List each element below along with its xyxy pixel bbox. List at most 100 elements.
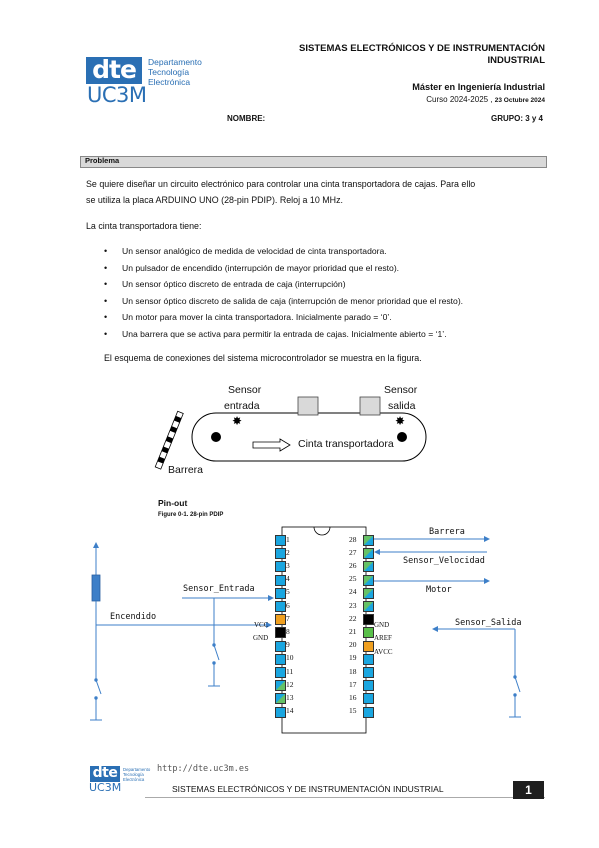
pin-number-left: 3 [286, 560, 290, 570]
dte-logo: dte UC3M Departamento Tecnología Electró… [86, 57, 226, 109]
pin-right-18 [363, 667, 374, 678]
pin-number-left: 9 [286, 640, 290, 650]
footer-rule [145, 797, 545, 798]
footer-logo-line-1: Departamento [123, 767, 151, 772]
pin-right-20 [363, 640, 374, 652]
pin-number-right: 21 [349, 626, 357, 636]
intro-line-2: se utiliza la placa ARDUINO UNO (28-pin … [86, 195, 343, 205]
master-title: Máster en Ingeniería Industrial [412, 82, 545, 92]
pin-number-right: 17 [349, 679, 357, 689]
pin-left-5 [275, 587, 286, 599]
belt-figure: ✸ ✸ Sensor entrada Sensor salida Cinta t… [140, 380, 460, 480]
list-item: Un sensor analógico de medida de velocid… [104, 243, 463, 260]
pin-left-6 [275, 601, 286, 612]
pin-left-13 [275, 693, 286, 705]
schema-text: El esquema de conexiones del sistema mic… [104, 353, 422, 363]
pin-number-right: 26 [349, 560, 357, 570]
pin-number-right: 19 [349, 653, 357, 663]
pin-right-28 [363, 535, 374, 546]
list-item: Una barrera que se activa para permitir … [104, 326, 463, 343]
pin-right-19 [363, 653, 374, 665]
pin-number-left: 1 [286, 534, 290, 544]
pin-right-23 [363, 601, 374, 612]
logo-line-2: Tecnología [148, 67, 190, 77]
footer-title: SISTEMAS ELECTRÓNICOS Y DE INSTRUMENTACI… [172, 784, 444, 794]
belt-diagram: ✸ ✸ [154, 396, 427, 470]
pin-right-15 [363, 706, 374, 718]
belt-label: Cinta transportadora [297, 438, 395, 450]
course-title-line-1: SISTEMAS ELECTRÓNICOS Y DE INSTRUMENTACI… [299, 43, 545, 54]
footer-logo: dte UC3M Departamento Tecnología Electró… [86, 766, 156, 796]
course-year: Curso 2024-2025 , [426, 95, 495, 104]
exam-date: 23 Octubre 2024 [494, 97, 545, 104]
pin-number-left: 11 [286, 666, 294, 676]
pin-number-left: 5 [286, 587, 290, 597]
svg-text:✸: ✸ [395, 414, 405, 428]
pin-right-24 [363, 587, 374, 599]
pin-left-1 [275, 535, 286, 546]
sensor-entrada-signal: Sensor_Entrada [183, 584, 255, 594]
footer-logo-line-2: Tecnología [123, 772, 144, 777]
footer-url[interactable]: http://dte.uc3m.es [157, 764, 250, 774]
pin-right-16 [363, 693, 374, 705]
pin-number-left: 8 [286, 626, 290, 636]
svg-text:✸: ✸ [232, 414, 242, 428]
barrier-label: Barrera [168, 464, 204, 476]
gnd-right-label: GND [374, 621, 390, 629]
pin-number-right: 25 [349, 574, 357, 584]
page-number: 1 [513, 781, 544, 799]
pin-number-right: 20 [349, 640, 357, 650]
pin-left-9 [275, 640, 286, 652]
course-date: Curso 2024-2025 , 23 Octubre 2024 [426, 95, 545, 104]
motor-signal: Motor [426, 585, 452, 595]
footer-logo-abbr: dte [90, 766, 120, 782]
pin-number-left: 2 [286, 547, 290, 557]
pin-left-11 [275, 667, 286, 678]
list-item: Un sensor óptico discreto de entrada de … [104, 276, 463, 293]
logo-line-3: Electrónica [148, 77, 191, 87]
feature-list: Un sensor analógico de medida de velocid… [104, 243, 463, 343]
encendido-signal: Encendido [110, 612, 157, 622]
pin-number-right: 15 [349, 706, 357, 716]
pin-right-27 [363, 548, 374, 560]
pin-number-right: 27 [349, 547, 357, 557]
pin-left-8 [275, 627, 286, 639]
pin-right-21 [363, 627, 374, 639]
footer-logo-uni: UC3M [89, 781, 122, 794]
aref-label: AREF [374, 634, 392, 642]
pin-left-14 [275, 706, 286, 718]
course-title-line-2: INDUSTRIAL [487, 55, 545, 66]
pinout-title: Pin-out [158, 498, 188, 508]
pin-number-left: 13 [286, 692, 294, 702]
barrera-signal: Barrera [429, 527, 465, 537]
list-item: Un sensor óptico discreto de salida de c… [104, 293, 463, 310]
list-item: Un pulsador de encendido (interrupción d… [104, 260, 463, 277]
pin-right-22 [363, 614, 374, 626]
logo-uni: UC3M [87, 83, 147, 107]
pin-number-left: 7 [286, 613, 290, 623]
pin-number-right: 28 [349, 534, 357, 544]
pin-left-3 [275, 561, 286, 573]
sensor-out-label-1: Sensor [384, 384, 418, 396]
pin-left-2 [275, 548, 286, 560]
pin-left-10 [275, 653, 286, 665]
logo-line-1: Departamento [148, 57, 202, 67]
sensor-in-label-2: entrada [224, 400, 260, 412]
pin-number-right: 23 [349, 600, 357, 610]
belt-has-text: La cinta transportadora tiene: [86, 221, 202, 231]
list-item: Un motor para mover la cinta transportad… [104, 309, 463, 326]
pin-number-right: 16 [349, 692, 357, 702]
problem-bar: Problema [80, 156, 547, 168]
pin-number-right: 24 [349, 587, 357, 597]
pin-number-left: 6 [286, 600, 290, 610]
logo-abbr: dte [86, 57, 142, 84]
footer-logo-line-3: Electrónica [123, 777, 145, 782]
pin-left-7 [275, 614, 286, 626]
sensor-velocidad-signal: Sensor_Velocidad [403, 556, 485, 566]
problem-label: Problema [85, 156, 120, 165]
pin-right-25 [363, 574, 374, 586]
vcc-label: VCC [254, 621, 269, 629]
gnd-left-label: GND [253, 634, 269, 642]
pin-left-4 [275, 574, 286, 586]
